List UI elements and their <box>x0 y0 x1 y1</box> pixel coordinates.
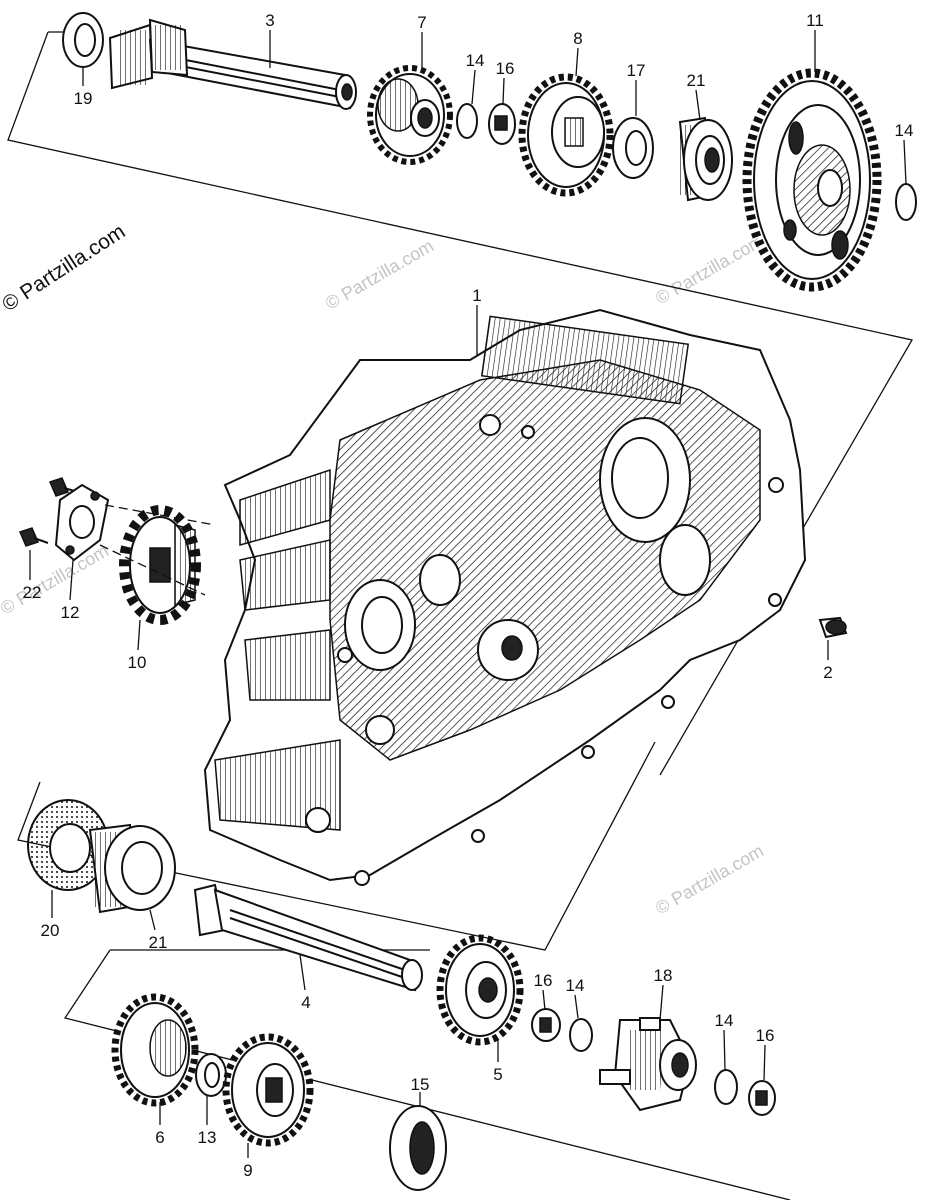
callout-10: 10 <box>128 653 147 672</box>
part-21-bearing-top <box>678 116 733 202</box>
part-14-circlip-right <box>895 183 917 221</box>
callout-7: 7 <box>417 13 426 32</box>
callout-17: 17 <box>627 61 646 80</box>
callout-16-lower: 16 <box>756 1026 775 1045</box>
part-13-washer <box>195 1053 227 1097</box>
watermark-main: © Partzilla.com <box>0 220 129 316</box>
callout-14-lower: 14 <box>715 1011 734 1030</box>
callout-14-mid: 14 <box>566 976 585 995</box>
part-19-washer <box>62 12 104 68</box>
part-6-gear <box>111 993 199 1107</box>
callout-18: 18 <box>654 966 673 985</box>
callout-4: 4 <box>301 993 310 1012</box>
watermark-faint: © Partzilla.com <box>0 540 112 618</box>
part-16-washer-top <box>488 103 516 145</box>
callout-8: 8 <box>573 29 582 48</box>
part-7-gear <box>367 65 453 165</box>
part-21-bearing-lower <box>88 823 176 914</box>
callout-2: 2 <box>823 663 832 682</box>
part-9-gear <box>222 1033 314 1147</box>
watermark-faint: © Partzilla.com <box>322 235 437 313</box>
part-16-washer-mid <box>531 1008 561 1042</box>
callout-15: 15 <box>411 1075 430 1094</box>
callout-12: 12 <box>61 603 80 622</box>
part-14-circlip-lower <box>714 1069 738 1105</box>
callout-14: 14 <box>466 51 485 70</box>
part-3-countershaft <box>108 18 357 110</box>
part-10-sprocket <box>119 505 201 625</box>
part-18-flange <box>599 1017 697 1112</box>
part-8-gear <box>518 73 614 197</box>
callout-13: 13 <box>198 1128 217 1147</box>
part-11-large-gear <box>742 68 882 292</box>
part-1-crankcase <box>203 308 807 886</box>
watermark-faint: © Partzilla.com <box>652 230 767 308</box>
callout-16: 16 <box>496 59 515 78</box>
part-16-washer-lower <box>748 1080 776 1116</box>
part-22-bolt-lower <box>18 527 49 547</box>
callout-labels: 19 3 7 14 16 8 17 21 11 14 1 2 22 12 10 … <box>23 11 914 1180</box>
part-15-oil-seal <box>389 1105 447 1191</box>
callout-5: 5 <box>493 1065 502 1084</box>
watermark-faint: © Partzilla.com <box>652 840 767 918</box>
callout-16-mid: 16 <box>534 971 553 990</box>
part-4-mainshaft <box>193 883 423 992</box>
part-14-circlip-mid <box>569 1018 593 1052</box>
callout-1: 1 <box>472 286 481 305</box>
part-5-gear <box>436 934 524 1046</box>
part-2-dowel <box>818 616 848 639</box>
callout-3: 3 <box>265 11 274 30</box>
callout-14-right: 14 <box>895 121 914 140</box>
callout-21-top: 21 <box>687 71 706 90</box>
part-12-sprocket-plate <box>54 483 110 562</box>
callout-20: 20 <box>41 921 60 940</box>
part-17-washer <box>612 117 654 179</box>
leader-lines <box>29 30 907 1158</box>
callout-9: 9 <box>243 1161 252 1180</box>
callout-22: 22 <box>23 583 42 602</box>
callout-11: 11 <box>806 11 824 30</box>
callout-21-lower: 21 <box>149 933 168 952</box>
callout-6: 6 <box>155 1128 164 1147</box>
callout-19: 19 <box>74 89 93 108</box>
part-14-circlip-top <box>456 103 478 139</box>
